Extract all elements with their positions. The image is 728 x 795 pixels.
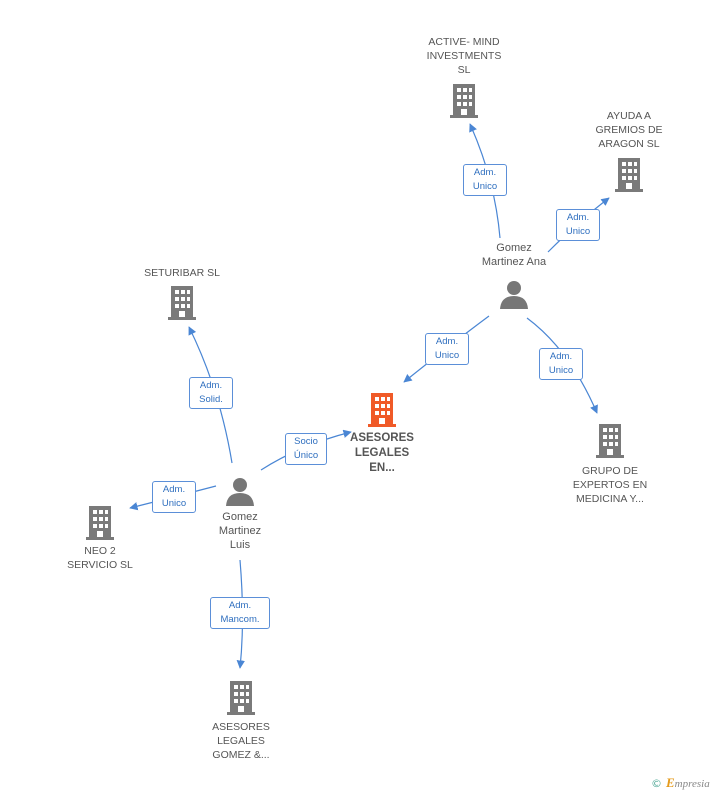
edge-label-luis-neo2: Adm. Unico (152, 481, 196, 513)
brand-logo: © Empresia (651, 775, 710, 791)
node-center[interactable]: ASESORES LEGALES EN... (336, 392, 428, 476)
node-neo2[interactable]: NEO 2 SERVICIO SL (52, 505, 148, 572)
edge-label-ana-ayuda: Adm. Unico (556, 209, 600, 241)
node-label: GRUPO DE EXPERTOS EN MEDICINA Y... (572, 465, 648, 505)
building-icon (368, 393, 396, 427)
node-label: Gomez Martinez Ana (481, 242, 547, 268)
edge-label-ana-active: Adm. Unico (463, 164, 507, 196)
building-icon (227, 681, 255, 715)
node-asesores-gomez[interactable]: ASESORES LEGALES GOMEZ &... (194, 680, 288, 762)
node-gomez-luis[interactable]: Gomez Martinez Luis (200, 476, 280, 552)
node-label: ACTIVE- MIND INVESTMENTS SL (426, 36, 502, 76)
node-grupo[interactable]: GRUPO DE EXPERTOS EN MEDICINA Y... (562, 423, 658, 506)
edge-label-luis-asesores: Adm. Mancom. (210, 597, 270, 629)
copyright-icon: © (651, 777, 662, 790)
node-gomez-ana[interactable]: Gomez Martinez Ana (468, 241, 560, 309)
node-active-mind[interactable]: ACTIVE- MIND INVESTMENTS SL (412, 35, 516, 119)
person-icon (226, 478, 254, 506)
building-icon (615, 158, 643, 192)
node-label: ASESORES LEGALES GOMEZ &... (212, 721, 270, 761)
node-label: Gomez Martinez Luis (218, 511, 262, 551)
node-label: AYUDA A GREMIOS DE ARAGON SL (595, 110, 663, 150)
building-icon (450, 84, 478, 118)
building-icon (596, 424, 624, 458)
node-label: SETURIBAR SL (144, 267, 220, 279)
person-icon (500, 281, 528, 309)
node-label: NEO 2 SERVICIO SL (67, 545, 133, 571)
building-icon (168, 286, 196, 320)
node-ayuda[interactable]: AYUDA A GREMIOS DE ARAGON SL (582, 109, 676, 193)
node-label: ASESORES LEGALES EN... (350, 432, 414, 474)
edge-label-ana-center: Adm. Unico (425, 333, 469, 365)
building-icon (86, 506, 114, 540)
brand-name: mpresia (674, 778, 710, 790)
brand-initial: E (666, 775, 675, 790)
edge-label-luis-seturibar: Adm. Solid. (189, 377, 233, 409)
edge-label-ana-grupo: Adm. Unico (539, 348, 583, 380)
edge-label-luis-center: Socio Único (285, 433, 327, 465)
node-seturibar[interactable]: SETURIBAR SL (132, 266, 232, 321)
